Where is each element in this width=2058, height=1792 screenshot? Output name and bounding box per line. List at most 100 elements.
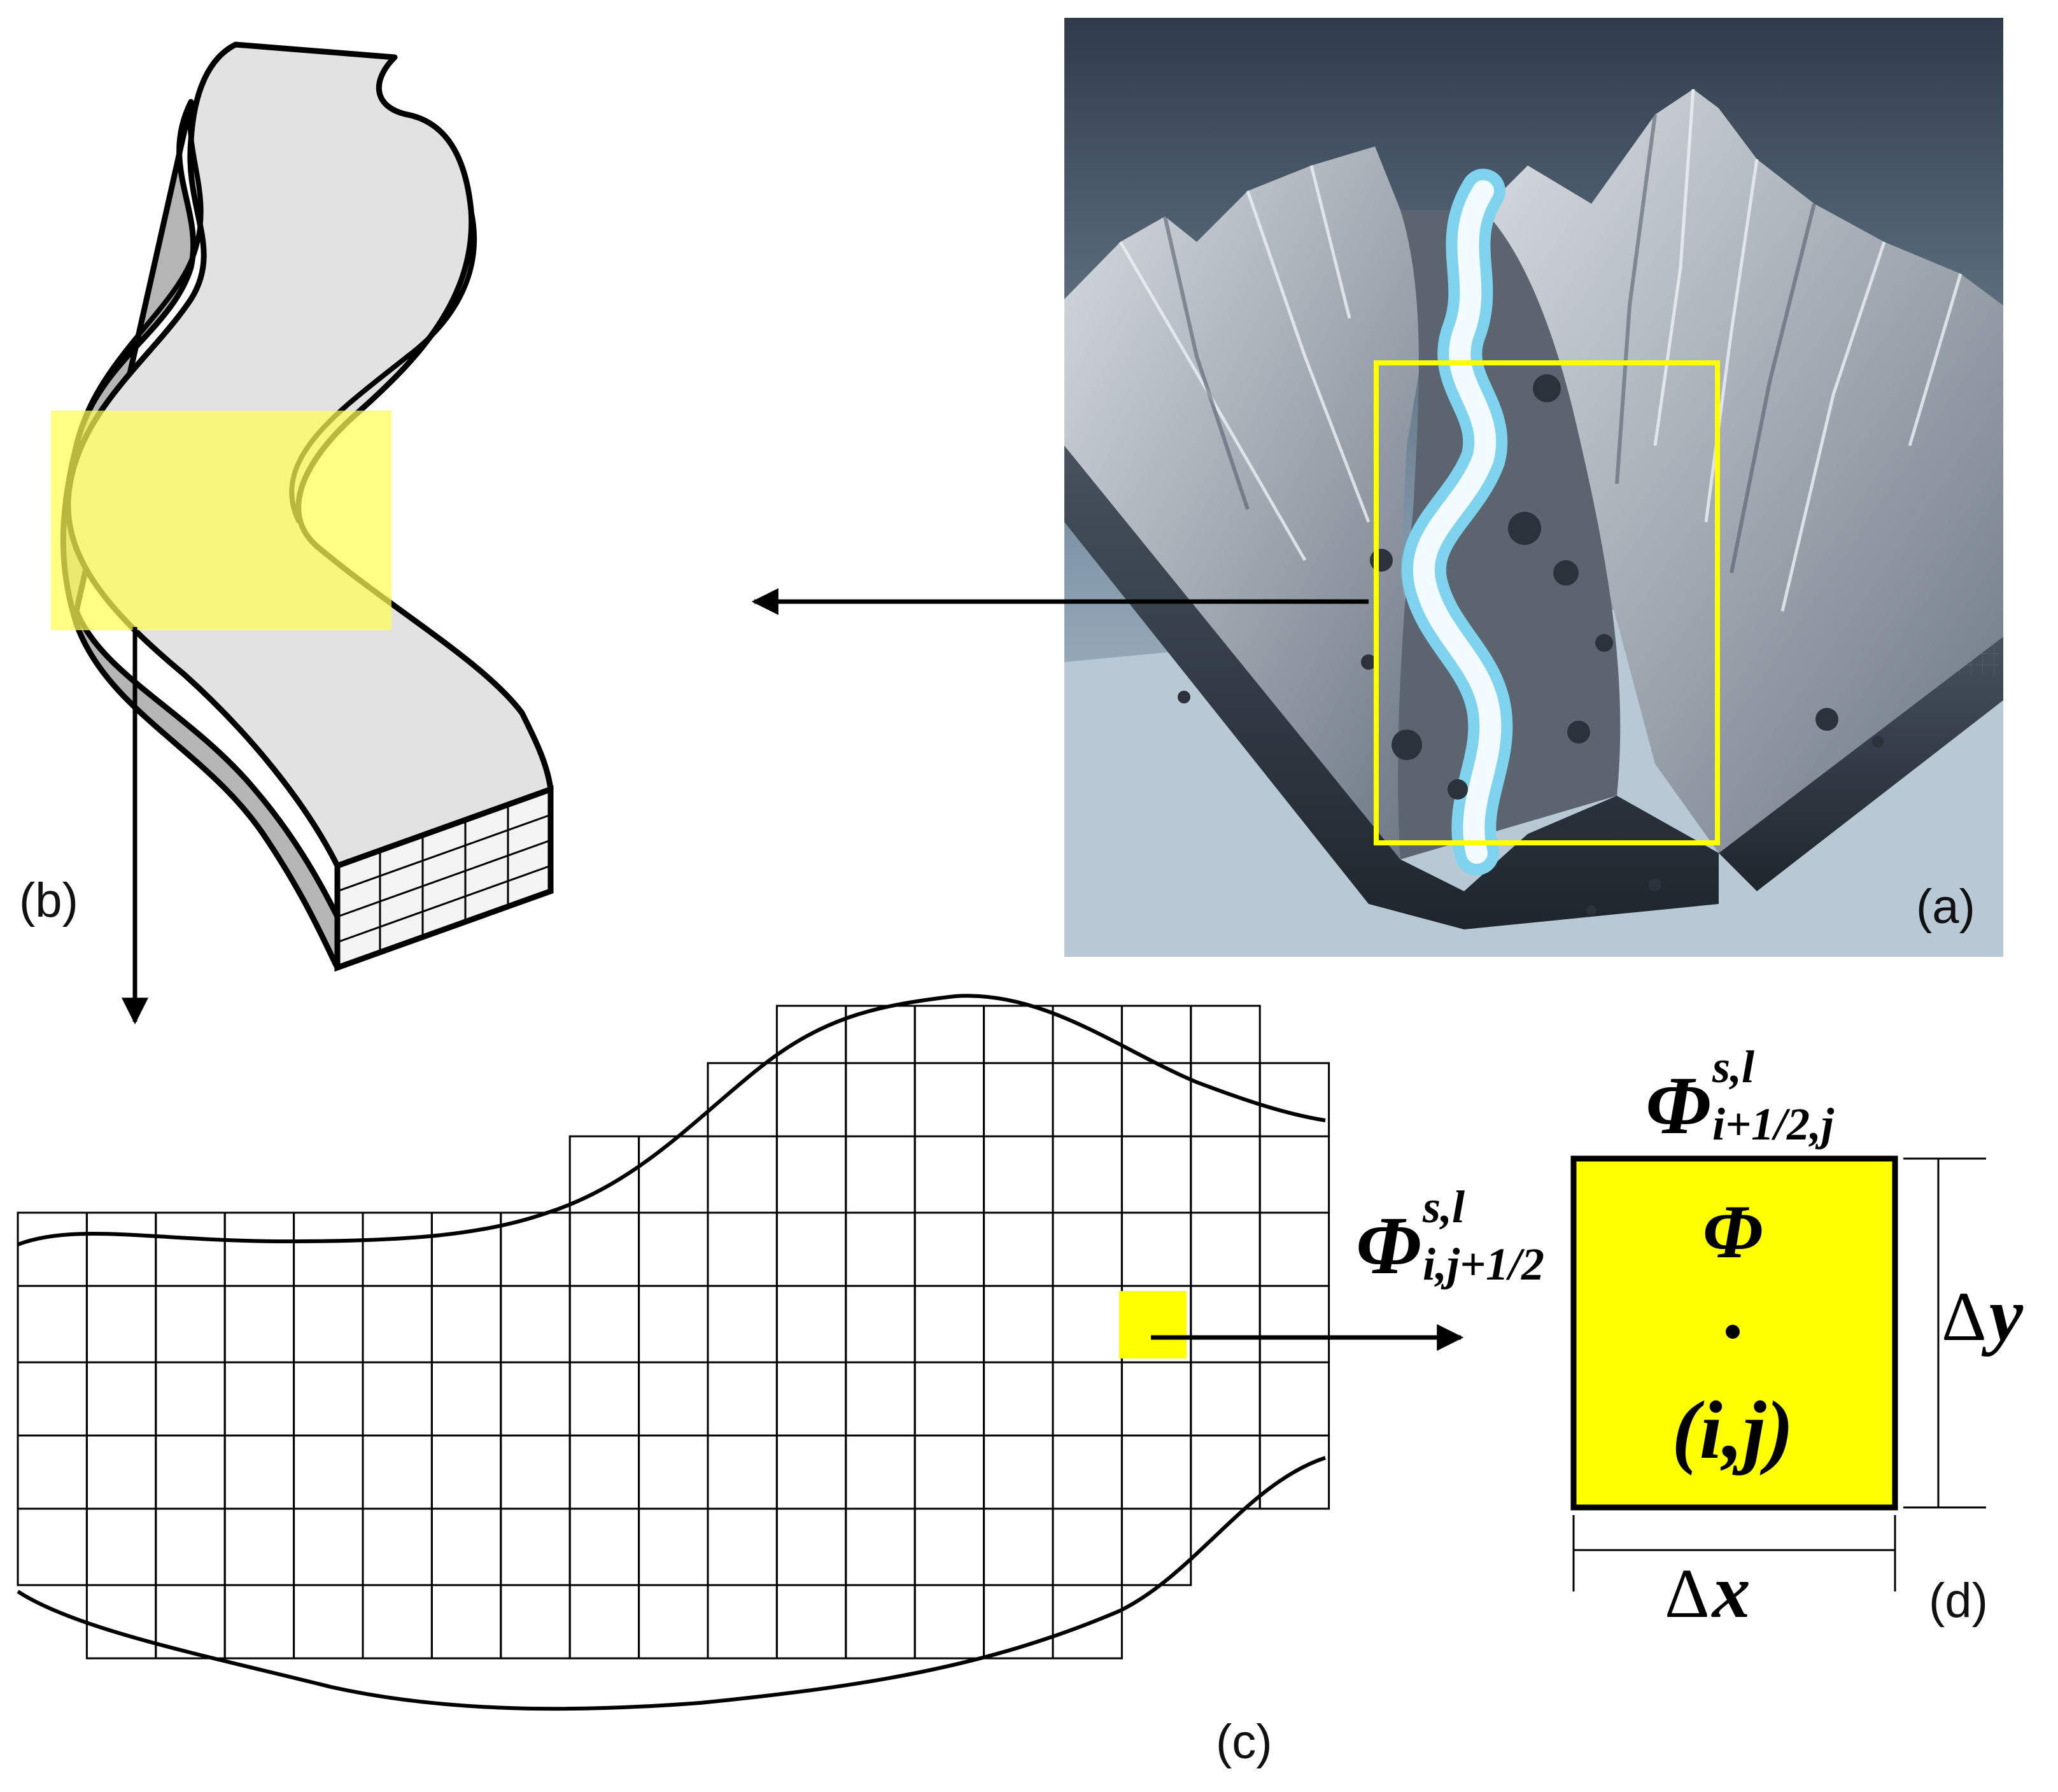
grid-cell <box>17 1211 88 1287</box>
grid-panel: (c) <box>17 994 1330 1769</box>
grid-cell <box>1120 1211 1192 1287</box>
mountain-ridges <box>1118 88 1963 612</box>
grid-cell <box>913 1584 985 1660</box>
grid-cell <box>1120 1005 1192 1064</box>
grid-cell <box>500 1285 571 1364</box>
grid-cell <box>845 1211 916 1287</box>
river-foam <box>1413 180 1502 864</box>
grid-cell <box>638 1211 709 1287</box>
flux-top-subscript: i+1/2,j <box>1712 1099 1835 1150</box>
grid-cell <box>707 1211 778 1287</box>
label-c: (c) <box>1216 1715 1272 1769</box>
grid-cell <box>568 1211 640 1287</box>
terrain-selection-box <box>1374 360 1720 845</box>
grid-cell <box>430 1285 502 1364</box>
grid-cell <box>775 1062 847 1138</box>
grid-cell <box>500 1434 571 1510</box>
grid-cell <box>223 1507 295 1586</box>
grid-cell <box>913 1285 985 1364</box>
grid-highlight-cell <box>1119 1291 1187 1358</box>
grid-cell <box>430 1584 502 1660</box>
flux-left-symbol: Φ <box>1356 1200 1421 1292</box>
grid-cell <box>1258 1211 1330 1287</box>
grid-cell <box>1190 1211 1261 1287</box>
delta-x-label: Δ x <box>1665 1549 1751 1633</box>
grid-cell <box>1052 1135 1123 1214</box>
grid-cell <box>845 1135 916 1214</box>
grid-cell <box>775 1211 847 1287</box>
grid-cell <box>1052 1211 1123 1287</box>
grid-cell <box>638 1361 709 1437</box>
grid-cell <box>638 1135 709 1214</box>
grid-cell <box>362 1507 433 1586</box>
grid-cell <box>500 1507 571 1586</box>
grid-cell <box>983 1285 1054 1364</box>
grid-cell <box>1258 1361 1330 1437</box>
grid-cell <box>85 1507 157 1586</box>
grid-cell <box>913 1005 985 1064</box>
grid-cell <box>707 1361 778 1437</box>
flux-left-subscript: i,j+1/2 <box>1423 1239 1544 1290</box>
grid-cell <box>845 1361 916 1437</box>
delta-y-label: Δ y <box>1942 1272 2024 1357</box>
grid-cell <box>638 1434 709 1510</box>
channel-inner-wall <box>74 101 204 446</box>
flux-top-symbol: Φ <box>1646 1060 1711 1152</box>
grid-cell <box>1120 1135 1192 1214</box>
label-b: (b) <box>19 873 78 928</box>
grid-cell <box>85 1584 157 1660</box>
grid-cell <box>845 1062 916 1138</box>
grid-cell <box>775 1507 847 1586</box>
grid-cell <box>362 1434 433 1510</box>
grid-cell <box>707 1434 778 1510</box>
grid-cell <box>568 1507 640 1586</box>
grid-cell <box>362 1584 433 1660</box>
channel-sketch-panel: (b) <box>19 41 554 972</box>
grid-cell <box>845 1507 916 1586</box>
dimension-lines <box>1572 1157 1986 1591</box>
cell-index-label: (i,j) <box>1672 1385 1793 1476</box>
grid-cell <box>638 1584 709 1660</box>
grid-cell <box>845 1434 916 1510</box>
terrain-panel: (a) <box>1064 18 2003 957</box>
delta-y-symbol: Δ <box>1942 1278 1987 1355</box>
grid-cell <box>500 1361 571 1437</box>
grid-cell <box>1190 1434 1261 1510</box>
grid-cell <box>430 1211 502 1287</box>
mountain-right <box>1483 89 2003 853</box>
grid-cell <box>1052 1285 1123 1364</box>
grid-cell <box>500 1584 571 1660</box>
grid-cell <box>293 1211 364 1287</box>
grid-cell <box>707 1507 778 1586</box>
grid-cell <box>775 1361 847 1437</box>
flux-top-superscript: s,l <box>1712 1041 1754 1092</box>
grid-cell <box>1258 1135 1330 1214</box>
grid-cell <box>1190 1361 1261 1437</box>
grid-cell <box>913 1211 985 1287</box>
grid-cell <box>913 1135 985 1214</box>
grid-cell <box>223 1584 295 1660</box>
grid-cell <box>362 1285 433 1364</box>
grid-cell <box>223 1434 295 1510</box>
grid-cell <box>223 1361 295 1437</box>
grid-cell <box>568 1434 640 1510</box>
cross-section-grid <box>337 805 551 952</box>
grid-cell <box>1258 1285 1330 1364</box>
grid-cell <box>983 1135 1054 1214</box>
grid-cell <box>293 1361 364 1437</box>
cell-value-symbol: Φ <box>1703 1189 1763 1274</box>
grid-cell <box>775 1285 847 1364</box>
channel-side-wall <box>60 99 341 971</box>
grid-cell <box>1258 1062 1330 1138</box>
grid-cell <box>568 1584 640 1660</box>
grid-cell <box>17 1434 88 1510</box>
grid-cell <box>983 1507 1054 1586</box>
grid-cell <box>85 1361 157 1437</box>
grid-cell <box>85 1434 157 1510</box>
grid-cell <box>913 1062 985 1138</box>
grid-cell <box>913 1361 985 1437</box>
grid-cell <box>85 1285 157 1364</box>
grid-cell <box>223 1211 295 1287</box>
grid-cell <box>155 1434 226 1510</box>
grid-cell <box>983 1005 1054 1064</box>
